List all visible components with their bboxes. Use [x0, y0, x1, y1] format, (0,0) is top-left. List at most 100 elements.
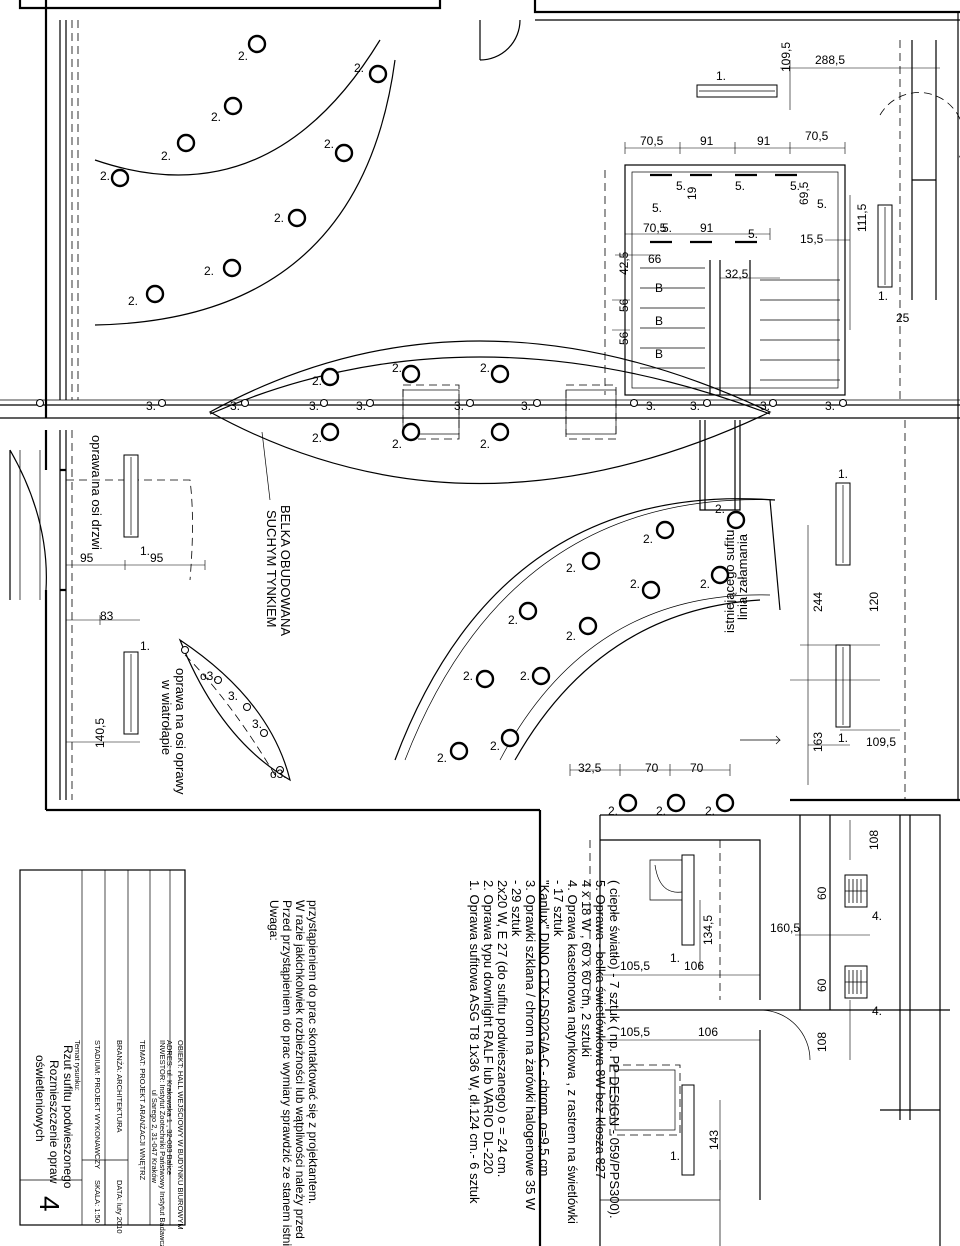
- downlight: [490, 364, 510, 384]
- label-2: 2.: [238, 49, 248, 63]
- tb-drawing-label: Temat rysunku:: [73, 1040, 82, 1091]
- legend-item: "Kanlux" DINO CTX-DS02G/A-C - chrom, o=9…: [537, 880, 552, 1176]
- label-2: 2.: [705, 804, 715, 818]
- dim-label: 106: [698, 1025, 718, 1039]
- legend-item: ( ciepłe światło) - 7 sztuk ( np. PP DES…: [607, 880, 622, 1219]
- halogen: [630, 399, 638, 407]
- label-2: 2.: [508, 613, 518, 627]
- label-3: 3.: [252, 717, 262, 731]
- halogen: [769, 399, 777, 407]
- downlight: [401, 422, 421, 442]
- tb-branch: BRANŻA: ARCHITEKTURA: [115, 1040, 124, 1133]
- label-1: 1.: [140, 639, 150, 653]
- downlight: [449, 741, 469, 761]
- label-2: 2.: [161, 149, 171, 163]
- note-line: W razie jakichkolwiek rozbieżności lub w…: [293, 900, 307, 1239]
- cassettes-type-4: [844, 874, 868, 999]
- beam-note: SUCHYM TYNKIEM: [264, 510, 279, 628]
- label-2: 2.: [312, 431, 322, 445]
- label-2: 2.: [520, 669, 530, 683]
- note-title: Uwaga:: [267, 900, 281, 941]
- dim-label: 91: [757, 134, 771, 148]
- halogen: [320, 399, 328, 407]
- halogen: [466, 399, 474, 407]
- downlight: [578, 616, 598, 636]
- halogen: [533, 399, 541, 407]
- tb-stage: STADIUM: PROJEKT WYKONAWCZY: [93, 1040, 102, 1169]
- downlight: [531, 666, 551, 686]
- label-3: 3.: [146, 399, 156, 413]
- label-3: 3.: [228, 689, 238, 703]
- label-1: 1.: [878, 289, 888, 303]
- label-2: 2.: [312, 374, 322, 388]
- title-block: OBIEKT: HALL WEJŚCIOWY W BUDYNKU BIUROWY…: [19, 869, 186, 1246]
- dim-label: 42,5: [617, 251, 631, 275]
- tb-investor2: ul Sarego 2, 31-047 Kraków: [150, 1090, 159, 1184]
- beam-note: BELKA OBUDOWANA: [278, 505, 293, 636]
- dim-label: 120: [867, 592, 881, 612]
- downlight: [222, 258, 242, 278]
- legend-item: 2. Oprawa typu downlight RALF lub VARIO …: [481, 880, 496, 1174]
- halogen: [181, 646, 189, 654]
- dim-label: 70: [690, 761, 704, 775]
- downlight: [247, 34, 267, 54]
- dim-label: 70,5: [640, 134, 664, 148]
- label-2: 2.: [700, 577, 710, 591]
- label-2: 2.: [354, 61, 364, 75]
- label-2: 2.: [480, 361, 490, 375]
- dim-label: 70,5: [805, 129, 829, 143]
- downlight: [715, 793, 735, 813]
- legend-item: 4. Oprawa kasetonowa natynkowa , z rastr…: [565, 880, 580, 1224]
- door-axis-note: oprawa na osi drzwi: [89, 435, 104, 550]
- label-1: 1.: [140, 544, 150, 558]
- legend-item: 2x20 W, E 27 (do sufitu podwieszanego) o…: [495, 880, 510, 1177]
- tb-scale: SKALA: 1:50: [93, 1180, 102, 1223]
- service-rooms: [589, 815, 911, 1246]
- label-2: 2.: [480, 437, 490, 451]
- label-3: 3.: [230, 399, 240, 413]
- label-3: 3.: [760, 399, 770, 413]
- label-2: 2.: [608, 804, 618, 818]
- ceiling-note: istniejącego sufitu: [722, 530, 737, 633]
- dim-label: 109,5: [779, 42, 793, 72]
- dim-label: 70,5: [643, 221, 667, 235]
- downlight: [401, 364, 421, 384]
- label-2: 2.: [656, 804, 666, 818]
- label-4: 4.: [872, 909, 882, 923]
- label-5: 5.: [652, 201, 662, 215]
- halogen: [158, 399, 166, 407]
- window-axis-note: oprawa na osi oprawy: [173, 668, 188, 795]
- label-5: 5.: [662, 221, 672, 235]
- legend-item: 1. Oprawa sufitowa ASG T8 1x36 W, dł.124…: [467, 880, 482, 1204]
- downlight: [287, 208, 307, 228]
- title-block-drawing-title: Rzut sufitu podwieszonego Rozmieszczenie…: [33, 1045, 75, 1189]
- downlight: [223, 96, 243, 116]
- dim-label: 108: [867, 830, 881, 850]
- dim-label: 66: [648, 252, 662, 266]
- downlight: [641, 580, 661, 600]
- strips-type-5: [650, 173, 797, 244]
- label-2: 2.: [463, 669, 473, 683]
- label-2: 2.: [566, 629, 576, 643]
- downlight: [500, 728, 520, 748]
- dim-label: 15,5: [800, 232, 824, 246]
- downlight: [490, 422, 510, 442]
- legend-item: 5. Oprawa - belka świetlówkowa 8W bez kl…: [593, 880, 608, 1179]
- downlight: [320, 422, 340, 442]
- dimension-labels: 109,5 288,5 70,5 91 91 70,5 19 69,5 111,…: [80, 42, 910, 1150]
- downlight: [581, 551, 601, 571]
- dim-label: 288,5: [815, 53, 845, 67]
- dimension-lines: [65, 60, 940, 1190]
- dim-label: 244: [811, 592, 825, 612]
- window-axis-note: w wiatrołapie: [159, 679, 174, 755]
- label-2: 2.: [204, 264, 214, 278]
- halogen: [241, 399, 249, 407]
- label-2: 2.: [630, 577, 640, 591]
- dim-label: 95: [80, 551, 94, 565]
- dim-label: 56: [617, 331, 631, 345]
- dim-label: 32,5: [725, 267, 749, 281]
- dim-label: 111,5: [855, 203, 869, 232]
- halogens-type-3: [36, 399, 847, 776]
- dim-label: 56: [617, 298, 631, 312]
